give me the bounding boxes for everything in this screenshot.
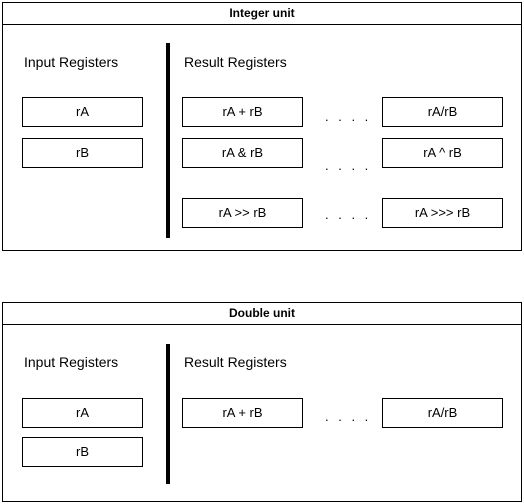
double-input-register-ra: rA (22, 398, 143, 428)
integer-input-registers-label: Input Registers (24, 54, 119, 70)
double-input-registers-label: Input Registers (24, 354, 119, 370)
double-input-register-rb: rB (22, 437, 143, 467)
double-unit-panel: Double unit Input Registers Result Regis… (2, 302, 522, 502)
integer-result-register-div: rA/rB (382, 97, 503, 127)
integer-ellipsis-2: . . . . (325, 158, 372, 173)
double-result-register-div: rA/rB (382, 398, 503, 428)
integer-unit-title: Integer unit (3, 3, 521, 25)
integer-result-register-add: rA + rB (182, 97, 303, 127)
integer-input-register-rb: rB (22, 138, 143, 168)
double-result-register-add: rA + rB (182, 398, 303, 428)
double-unit-divider (166, 344, 170, 484)
double-result-registers-label: Result Registers (184, 354, 287, 370)
integer-result-register-shr: rA >> rB (182, 198, 303, 228)
integer-result-registers-label: Result Registers (184, 54, 287, 70)
integer-input-register-ra: rA (22, 97, 143, 127)
integer-unit-divider (166, 43, 170, 238)
integer-ellipsis-1: . . . . (325, 109, 372, 124)
integer-unit-panel: Integer unit Input Registers Result Regi… (2, 2, 522, 251)
integer-result-register-and: rA & rB (182, 138, 303, 168)
double-ellipsis-1: . . . . (325, 409, 372, 424)
integer-result-register-xor: rA ^ rB (382, 138, 503, 168)
integer-result-register-ushr: rA >>> rB (382, 198, 503, 228)
double-unit-title: Double unit (3, 303, 521, 325)
integer-ellipsis-3: . . . . (325, 207, 372, 222)
